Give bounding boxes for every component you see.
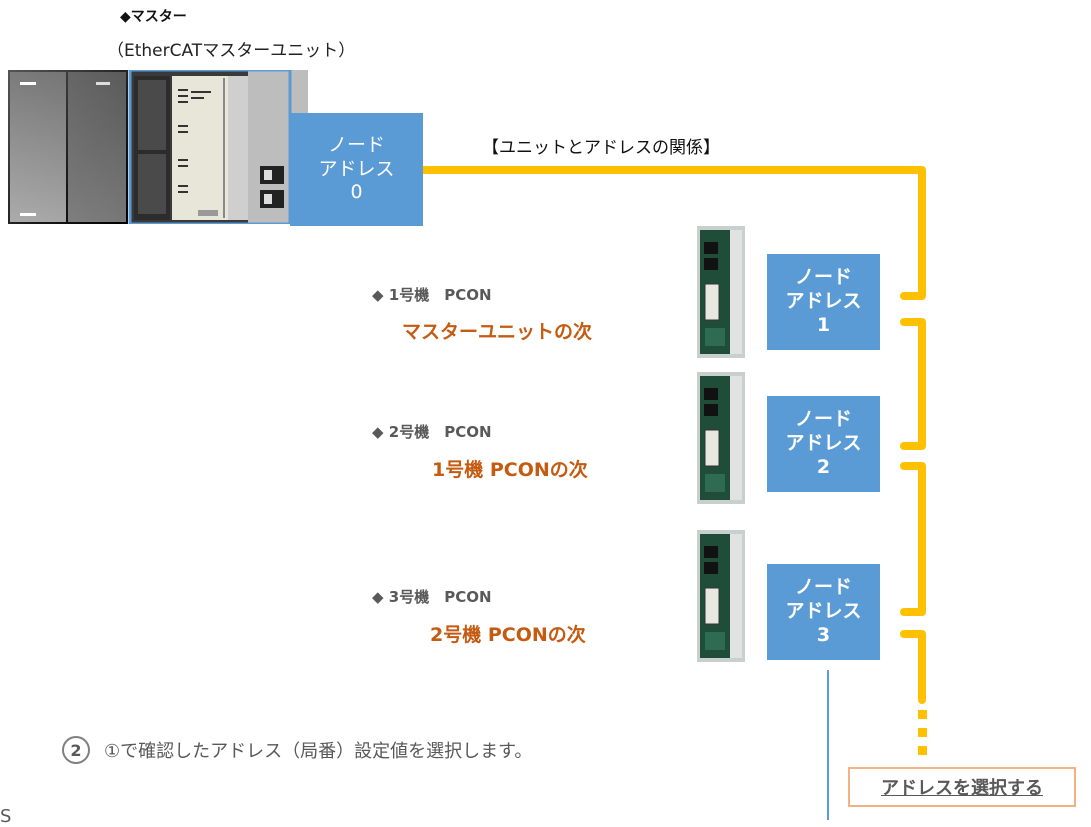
node-label: ノード xyxy=(327,133,385,156)
master-title: ◆マスター xyxy=(120,9,187,25)
unit-2-note: 1号機 PCONの次 xyxy=(432,459,588,481)
step-instruction: 2 ①で確認したアドレス（局番）設定値を選択します。 xyxy=(62,736,532,764)
node-label: ノード xyxy=(794,408,852,431)
address-number: 3 xyxy=(816,623,831,646)
pcon-controller-1-image xyxy=(697,226,745,358)
unit-3-note: 2号機 PCONの次 xyxy=(430,624,586,646)
node-label: ノード xyxy=(794,266,852,289)
pcon-controller-3-image xyxy=(697,530,745,662)
edge-text: S xyxy=(0,806,12,827)
address-number: 1 xyxy=(816,313,831,336)
node-address-1-box: ノード アドレス 1 xyxy=(767,254,880,350)
address-label: アドレス xyxy=(785,432,862,455)
address-number: 2 xyxy=(816,455,831,478)
node-address-2-box: ノード アドレス 2 xyxy=(767,396,880,492)
step-number: 2 xyxy=(62,736,90,764)
node-address-3-box: ノード アドレス 3 xyxy=(767,564,880,660)
unit-2-label: ◆ 2号機 PCON xyxy=(372,423,492,441)
unit-1-label: ◆ 1号機 PCON xyxy=(372,286,492,304)
select-address-button[interactable]: アドレスを選択する xyxy=(848,767,1076,807)
address-label: アドレス xyxy=(318,157,395,180)
master-subtitle: （EtherCATマスターユニット） xyxy=(107,41,356,61)
relation-title: 【ユニットとアドレスの関係】 xyxy=(482,138,720,158)
address-number: 0 xyxy=(350,181,363,204)
node-label: ノード xyxy=(794,576,852,599)
step-text: ①で確認したアドレス（局番）設定値を選択します。 xyxy=(104,741,533,762)
node-address-0-box: ノード アドレス 0 xyxy=(290,113,423,226)
address-label: アドレス xyxy=(785,600,862,623)
unit-1-note: マスターユニットの次 xyxy=(402,321,593,343)
address-label: アドレス xyxy=(785,290,862,313)
pcon-controller-2-image xyxy=(697,372,745,504)
master-unit-image xyxy=(8,70,308,224)
unit-3-label: ◆ 3号機 PCON xyxy=(372,588,492,606)
